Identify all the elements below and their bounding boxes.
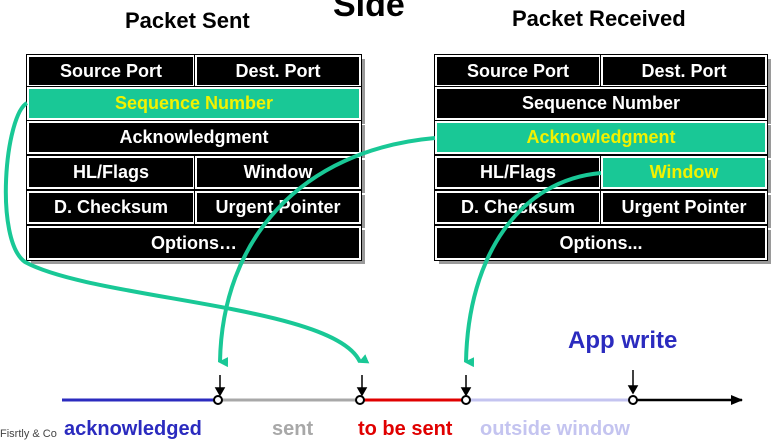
tick-arrows [214,370,639,397]
sent-sequence-number-field: Sequence Number [26,86,362,121]
packet-sent-heading: Packet Sent [125,8,250,33]
sent-dest-port-field: Dest. Port [194,54,362,88]
packet-received-heading: Packet Received [512,6,686,31]
sent-checksum-field: D. Checksum [26,190,196,225]
sent-acknowledgment-field: Acknowledgment [26,120,362,155]
outside-window-label: outside window [480,418,630,440]
sent-label: sent [272,418,314,440]
received-source-port-field: Source Port [434,54,602,88]
acknowledged-label: acknowledged [64,418,202,440]
sent-source-port-field: Source Port [26,54,196,88]
received-checksum-field: D. Checksum [434,190,602,225]
slide-title-fragment: Side [333,0,405,24]
window-arrow [464,171,602,368]
received-dest-port-field: Dest. Port [600,54,768,88]
boundary-marker-4 [628,395,638,405]
sent-hl-flags-field: HL/Flags [26,155,196,190]
received-urgent-pointer-field: Urgent Pointer [600,190,768,225]
to-be-sent-label: to be sent [358,418,453,440]
received-window-field: Window [600,155,768,190]
boundary-marker-3 [461,395,471,405]
footer-text: Fisrtly & Co [0,428,57,440]
boundary-marker-1 [213,395,223,405]
boundary-marker-2 [355,395,365,405]
sequence-number-arrow [3,101,370,364]
acknowledgment-arrow [218,136,436,368]
received-sequence-number-field: Sequence Number [434,86,768,121]
app-write-label: App write [568,327,678,354]
received-acknowledgment-field: Acknowledgment [434,120,768,155]
received-hl-flags-field: HL/Flags [434,155,602,190]
sent-options-field: Options… [26,225,362,261]
sent-window-field: Window [194,155,362,190]
